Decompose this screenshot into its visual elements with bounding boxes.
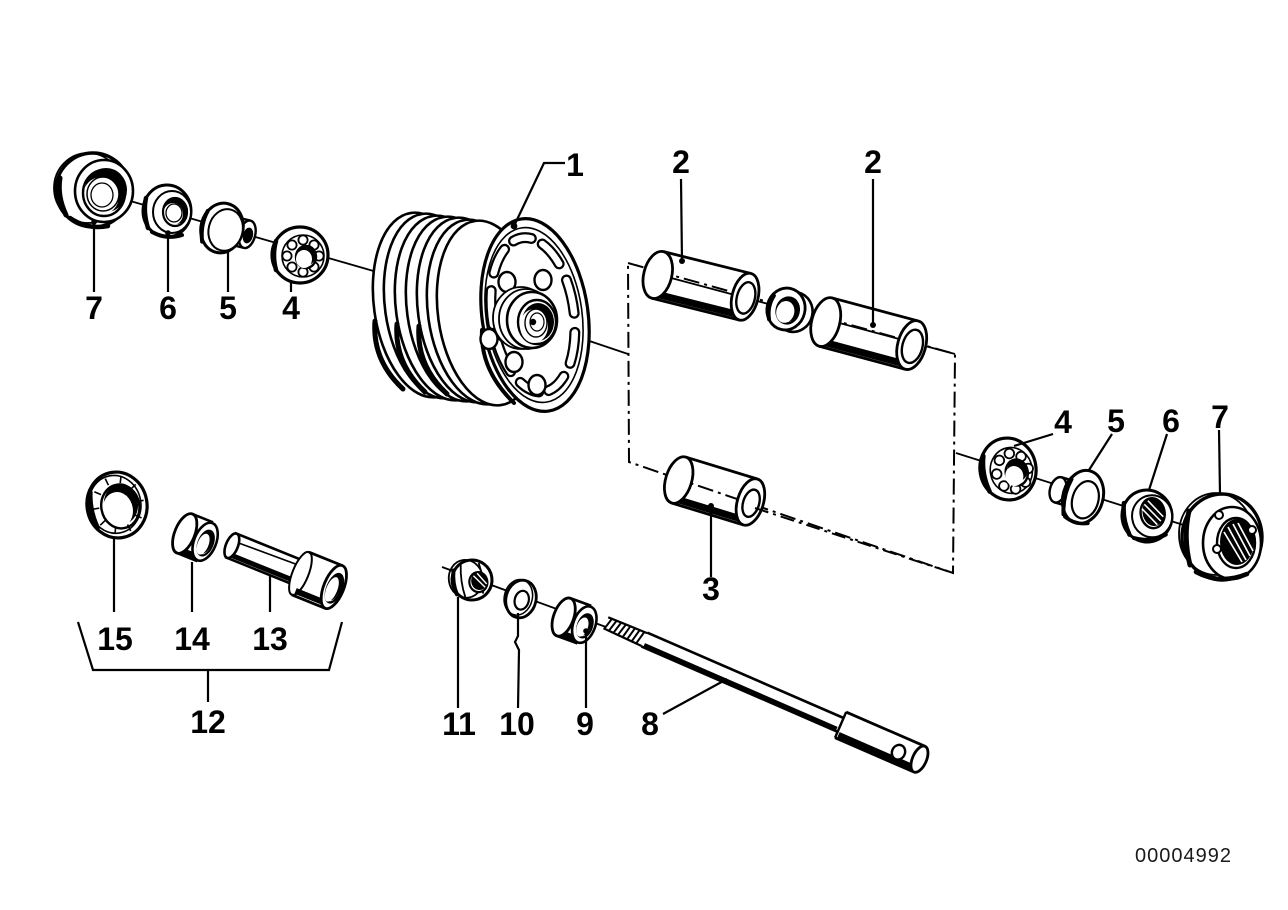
part-thrust-bushing-right <box>1048 468 1106 526</box>
callout-5-right: 5 <box>1107 403 1125 439</box>
axle-cotter-hole <box>890 743 907 761</box>
callout-2-right: 2 <box>864 144 882 180</box>
part-cap-nut-right <box>1178 492 1264 582</box>
thread-streaks <box>472 572 488 588</box>
part-spacer-tube-2-right <box>809 296 929 371</box>
callout-2-left: 2 <box>672 144 690 180</box>
thread-ticks <box>603 618 646 645</box>
drum-bolt-holes <box>479 268 553 397</box>
thread-streaks <box>1223 522 1254 563</box>
part-hex-nut <box>447 558 494 602</box>
callout-12: 12 <box>190 704 226 740</box>
callout-6-right: 6 <box>1162 403 1180 439</box>
part-axle <box>602 616 930 774</box>
part-spacer-tube-3 <box>663 455 767 527</box>
callout-7-left: 7 <box>85 290 103 326</box>
callout-4-right: 4 <box>1054 404 1072 440</box>
part-thrust-bushing-left <box>199 201 257 255</box>
part-spacer-tube-2-left <box>641 250 761 322</box>
hook-wrench-holes <box>1212 510 1257 554</box>
thread-streaks <box>1141 500 1164 526</box>
callout-1: 1 <box>566 147 584 183</box>
part-ball-bearing-right <box>978 436 1038 502</box>
bearing-balls <box>991 447 1034 495</box>
part-seal-ring <box>85 470 149 540</box>
group-bracket-12 <box>76 621 344 702</box>
callout-13: 13 <box>252 621 288 657</box>
part-ring-nut-left <box>141 183 193 239</box>
callout-7-right: 7 <box>1211 399 1229 435</box>
part-cap-nut-left <box>53 151 135 230</box>
part-bushing-14 <box>171 512 220 563</box>
callout-5-left: 5 <box>219 290 237 326</box>
diagram-id-number: 00004992 <box>1135 845 1232 867</box>
part-spacer-sleeve-9 <box>550 596 598 645</box>
callout-14: 14 <box>174 621 210 657</box>
leader-lines <box>92 161 1222 715</box>
callout-10: 10 <box>499 706 535 742</box>
callout-3: 3 <box>702 571 720 607</box>
callout-15: 15 <box>97 621 133 657</box>
callout-4-left: 4 <box>282 290 300 326</box>
callout-11: 11 <box>442 706 476 742</box>
part-stepped-sleeve-13 <box>223 531 348 611</box>
callout-9: 9 <box>576 706 594 742</box>
callout-6-left: 6 <box>159 290 177 326</box>
part-ring-nut-right <box>1120 488 1174 544</box>
shading-arc <box>372 318 406 392</box>
callout-8: 8 <box>641 706 659 742</box>
leader-dots <box>91 219 876 634</box>
part-ball-bearing-left <box>270 225 330 285</box>
part-brake-drum <box>371 211 591 413</box>
part-washer <box>503 578 538 620</box>
drum-hub <box>492 286 559 350</box>
seal-hatching <box>92 475 144 534</box>
part-spacer-ring <box>765 286 814 334</box>
phantom-panel-edge-over-tube3 <box>754 507 954 574</box>
